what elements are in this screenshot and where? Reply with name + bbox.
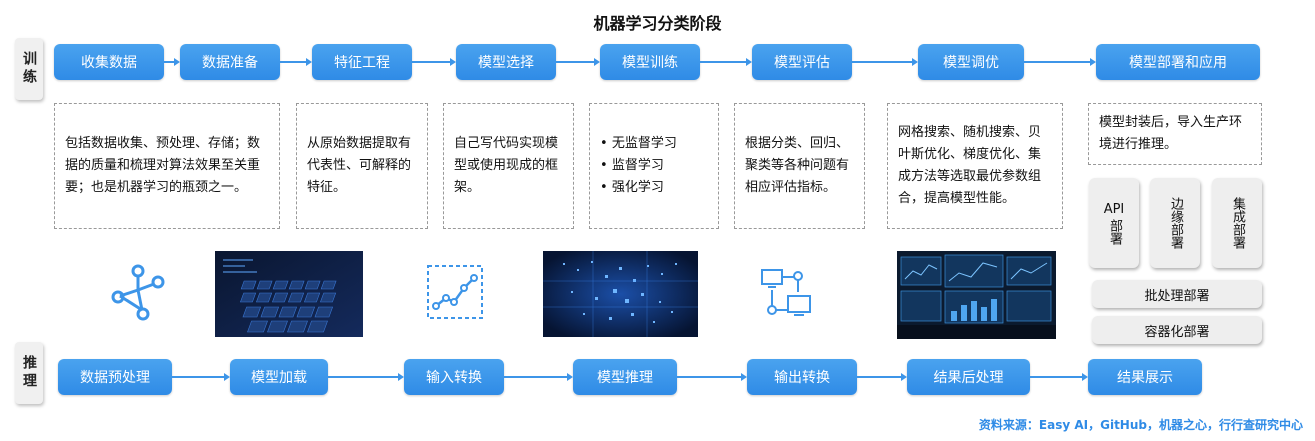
infer-step-output: 输出转换 <box>747 359 857 395</box>
list-item: 监督学习 <box>600 155 708 177</box>
desc-tune: 网格搜索、随机搜索、贝叶斯优化、梯度优化、集成方法等选取最优参数组合，提高模型性… <box>887 103 1063 229</box>
infer-arrow <box>677 373 747 381</box>
train-side-label: 训练 <box>15 38 43 100</box>
network-graph-icon <box>111 264 165 321</box>
train-step-prepare: 数据准备 <box>180 44 280 80</box>
infer-arrow <box>328 373 404 381</box>
infer-step-postprocess: 结果后处理 <box>907 359 1030 395</box>
desc-select: 自己写代码实现模型或使用现成的框架。 <box>443 103 574 229</box>
train-arrow <box>164 58 180 66</box>
deploy-api-line2: 部署 <box>1107 219 1122 245</box>
desc-deploy-text: 模型封装后，导入生产环境进行推理。 <box>1099 115 1243 152</box>
flowchart-icon <box>761 269 811 316</box>
deploy-option-cluster: 集成部署 <box>1212 178 1262 268</box>
train-arrow <box>412 58 456 66</box>
line-chart-icon <box>427 265 483 319</box>
deploy-option-container: 容器化部署 <box>1092 316 1262 344</box>
desc-eval-text: 根据分类、回归、聚类等各种问题有相应评估指标。 <box>745 136 850 195</box>
desc-train: 无监督学习 监督学习 强化学习 <box>589 103 719 229</box>
train-step-eval: 模型评估 <box>752 44 852 80</box>
train-arrow <box>700 58 752 66</box>
list-item: 无监督学习 <box>600 133 708 155</box>
infer-arrow <box>1030 373 1088 381</box>
desc-feature: 从原始数据提取有代表性、可解释的特征。 <box>296 103 428 229</box>
train-step-feature: 特征工程 <box>312 44 412 80</box>
train-arrow <box>280 58 312 66</box>
train-step-select: 模型选择 <box>456 44 556 80</box>
keyboard-image <box>215 251 363 337</box>
deploy-api-line1: API <box>1103 202 1125 217</box>
train-step-tune: 模型调优 <box>918 44 1024 80</box>
train-step-deploy: 模型部署和应用 <box>1096 44 1260 80</box>
infer-step-input: 输入转换 <box>404 359 504 395</box>
train-step-train: 模型训练 <box>600 44 700 80</box>
infer-arrow <box>857 373 907 381</box>
desc-collect: 包括数据收集、预处理、存储；数据的质量和梳理对算法效果至关重要；也是机器学习的瓶… <box>54 103 280 229</box>
train-method-list: 无监督学习 监督学习 强化学习 <box>600 133 708 199</box>
deploy-option-batch: 批处理部署 <box>1092 280 1262 308</box>
list-item: 强化学习 <box>600 177 708 199</box>
desc-feature-text: 从原始数据提取有代表性、可解释的特征。 <box>307 136 412 195</box>
infer-step-display: 结果展示 <box>1088 359 1202 395</box>
train-arrow <box>852 58 918 66</box>
train-arrow <box>1024 58 1096 66</box>
deploy-option-edge: 边缘部署 <box>1150 178 1200 268</box>
train-step-collect: 收集数据 <box>54 44 164 80</box>
page-title: 机器学习分类阶段 <box>593 14 722 33</box>
infer-side-label: 推理 <box>15 342 43 404</box>
dashboard-image <box>897 251 1056 339</box>
desc-select-text: 自己写代码实现模型或使用现成的框架。 <box>454 136 559 195</box>
train-arrow <box>556 58 600 66</box>
digital-matrix-image <box>543 251 698 337</box>
infer-arrow <box>172 373 230 381</box>
desc-tune-text: 网格搜索、随机搜索、贝叶斯优化、梯度优化、集成方法等选取最优参数组合，提高模型性… <box>898 125 1042 206</box>
infer-step-preprocess: 数据预处理 <box>58 359 172 395</box>
deploy-option-api: API 部署 <box>1089 178 1139 268</box>
desc-deploy: 模型封装后，导入生产环境进行推理。 <box>1088 103 1262 165</box>
desc-eval: 根据分类、回归、聚类等各种问题有相应评估指标。 <box>734 103 865 229</box>
desc-collect-text: 包括数据收集、预处理、存储；数据的质量和梳理对算法效果至关重要；也是机器学习的瓶… <box>65 136 261 195</box>
infer-arrow <box>504 373 573 381</box>
infer-step-inference: 模型推理 <box>573 359 677 395</box>
infer-step-load: 模型加载 <box>230 359 328 395</box>
source-note: 资料来源：Easy AI，GitHub，机器之心，行行查研究中心 <box>978 418 1303 432</box>
